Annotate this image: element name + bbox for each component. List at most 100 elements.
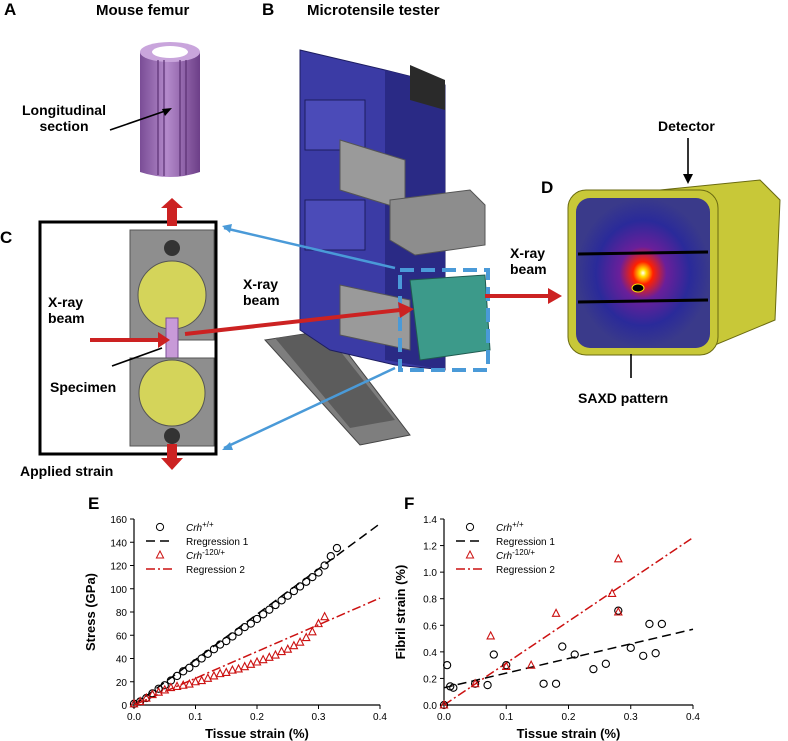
legend-marker-circle [155,522,165,532]
legend-label-name: Crh [496,523,513,534]
data-point-circle [601,659,610,668]
data-point-triangle [234,663,244,673]
femur-illustration [140,42,200,177]
data-point-circle [551,679,561,688]
panel-d-xray-line2: beam [510,261,547,277]
data-point-circle [295,582,305,591]
data-point-triangle [129,698,139,708]
data-point-circle [283,591,292,600]
specimen-label: Specimen [50,379,117,395]
data-point-circle [240,622,249,632]
data-point-triangle [486,630,496,640]
y-tick-label: 0.0 [423,701,437,712]
x-tick-label: 0.0 [437,712,451,723]
data-point-circle [639,651,648,660]
data-point-circle [160,681,169,690]
data-point-triangle [184,678,194,688]
longitudinal-label-line1: Longitudinal [22,102,106,118]
y-tick-label: 140 [110,538,127,549]
legend-marker-circle [465,522,475,532]
data-point-triangle [526,659,536,669]
regression-line [443,628,694,689]
y-tick-label: 160 [110,515,127,526]
legend-label-sup: -120/+ [202,548,225,557]
y-axis-label: Stress (GPa) [83,573,98,651]
data-point-circle [271,600,280,610]
data-point-triangle [209,670,219,680]
legend-label-name: Crh [496,551,513,562]
legend-label: Rregression 1 [186,537,249,548]
data-point-circle [570,650,579,659]
panel-b-xray-label: X-ray beam [243,276,280,308]
y-tick-label: 1.2 [423,542,437,553]
data-point-triangle [307,626,317,636]
data-point-circle [172,671,182,681]
regression-line [133,597,381,706]
legend-label-name: Crh [186,523,203,534]
data-point-triangle [277,646,287,656]
longitudinal-section-label: Longitudinal section [14,102,114,134]
x-tick-label: 0.1 [189,712,203,723]
legend-label-name: Crh [186,551,203,562]
saxd-pattern-label: SAXD pattern [578,390,669,406]
panel-letter-c: C [0,228,13,247]
data-point-triangle [252,656,262,666]
data-point-triangle [246,659,256,668]
legend-label-name: Regression 2 [496,565,555,576]
microtensile-tester-illustration [264,49,491,446]
data-point-circle [308,572,317,582]
x-tick-label: 0.4 [373,712,387,723]
data-point-circle [657,619,667,629]
legend-marker-triangle [155,549,165,559]
y-tick-label: 60 [116,631,128,642]
data-point-circle [258,610,268,619]
data-point-circle [265,605,274,614]
data-point-circle [558,642,567,651]
legend-label: Crh-120/+ [496,548,535,562]
x-tick-label: 0.2 [562,712,576,723]
data-point-triangle [197,675,207,685]
y-tick-label: 100 [110,585,127,596]
panel-c-xray-label: X-ray beam [48,294,85,326]
panel-letter-d: D [541,178,554,197]
data-point-triangle [227,664,237,674]
data-point-circle [234,627,243,636]
connector-overlay [184,224,562,450]
legend-label-sup: -120/+ [512,548,535,557]
data-point-triangle [240,661,250,671]
legend-label-name: Regression 2 [186,565,245,576]
data-point-triangle [221,667,231,676]
y-tick-label: 1.0 [423,568,437,579]
data-point-circle [246,619,255,628]
x-tick-label: 0.1 [499,712,513,723]
panel-d-xray-line1: X-ray [510,245,546,261]
y-tick-label: 0.4 [423,648,437,659]
data-point-circle [185,663,194,672]
panel-letter-a: A [4,0,17,19]
grip-illustration [38,198,218,470]
legend-label-sup: +/+ [512,520,524,529]
data-point-circle [489,650,498,659]
y-tick-label: 0.6 [423,621,437,632]
panel-letter-e: E [88,494,100,513]
data-point-circle [483,680,492,690]
data-point-circle [209,645,219,654]
legend-label: Crh+/+ [186,520,214,534]
x-axis-label: Tissue strain (%) [205,726,309,741]
data-point-circle [197,654,206,663]
panel-c-xray-line1: X-ray [48,294,84,310]
legend-label-name: Regression 1 [496,537,555,548]
detector-label: Detector [658,118,715,134]
data-point-triangle [166,682,176,692]
x-tick-label: 0.0 [127,712,141,723]
panel-b-xray-line1: X-ray [243,276,279,292]
data-point-triangle [295,637,305,646]
data-point-circle [332,543,342,553]
data-point-triangle [439,699,449,709]
y-tick-label: 0.8 [423,595,437,606]
y-tick-label: 80 [116,608,128,619]
legend-label: Regression 2 [186,565,245,576]
y-tick-label: 0.2 [423,674,437,685]
data-point-triangle [613,606,623,616]
